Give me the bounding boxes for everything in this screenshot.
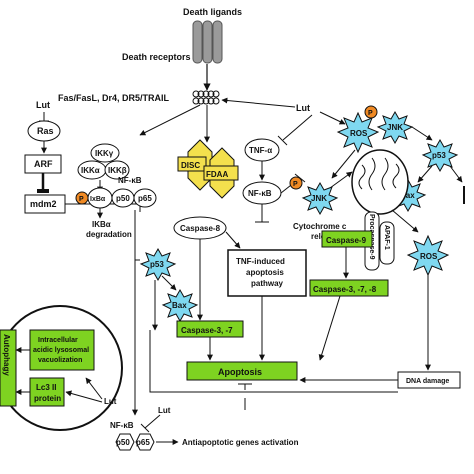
ros-top-burst-icon [336, 111, 380, 154]
phospho-p-jnk-mid [289, 176, 303, 190]
arf-label: ARF [34, 159, 53, 169]
lc3-label: Lc3 II protein [34, 383, 61, 403]
apaf-box [379, 221, 395, 265]
ikk-gamma-label: IKKγ [95, 149, 114, 158]
lut-top-left-label: Lut [36, 100, 50, 110]
p53-right-label: p53 [432, 151, 446, 160]
death-receptor-icon [192, 20, 223, 64]
death-ligands-label: Death ligands [183, 7, 242, 17]
caspase8-label: Caspase-8 [180, 224, 221, 233]
intracellular-box [29, 329, 95, 371]
apoptosis-label: Apoptosis [218, 367, 262, 377]
p65-top-node [133, 188, 157, 208]
autophagy-box [0, 329, 17, 407]
autophagy-label: Autophagy [2, 334, 11, 376]
phospho-p-ikb-label: P [79, 196, 84, 203]
receptors-list-label: Fas/FasL, Dr4, DR5/TRAIL [58, 93, 170, 103]
lut-autophagy-label: Lut [104, 397, 117, 406]
phospho-p-jnk-top [364, 105, 378, 119]
dna-damage-label: DNA damage [406, 378, 449, 385]
nfkb-bottom-label: NF-κB [110, 421, 134, 430]
intracellular-label: Intracellular acidic lysosomal vacuoliza… [33, 337, 91, 364]
ros-right-label: ROS [420, 252, 438, 261]
phospho-p-jnk-mid-label: P [293, 181, 298, 188]
jnk-mid-label: JNK [311, 194, 327, 203]
jnk-mid-burst-icon [301, 181, 339, 216]
fdaa-label: FDAA [206, 170, 228, 179]
p50-top-label: p50 [116, 194, 130, 203]
ikb-degradation-label: IKBα degradation [86, 220, 132, 239]
mdm2-label: mdm2 [30, 199, 57, 209]
jnk-top-burst-icon [376, 110, 414, 145]
p65-top-label: p65 [138, 194, 152, 203]
lut-mid-label: Lut [296, 103, 310, 113]
caspase378-box [309, 279, 389, 297]
p65-bottom-node [135, 433, 155, 451]
jnk-top-label: JNK [387, 123, 403, 132]
mitochondrion-icon [351, 149, 409, 215]
p50-bottom-node [115, 433, 135, 451]
receptor-base-icon [192, 90, 220, 105]
ros-top-label: ROS [350, 129, 368, 138]
nfkb-mid-label: NF-κB [248, 189, 272, 198]
ras-label: Ras [37, 126, 54, 136]
caspase378-label: Caspase-3, -7, -8 [313, 285, 377, 294]
caspase37-label: Caspase-3, -7 [181, 326, 233, 335]
p65-bottom-label: p65 [136, 438, 150, 447]
tnf-induced-label: TNF-induced apoptosis pathway [236, 257, 287, 288]
ikk-alpha-label: IKKα [81, 166, 100, 175]
caspase9-label: Caspase-9 [326, 236, 367, 245]
caspase9-box [321, 230, 373, 248]
p53-mid-label: p53 [150, 260, 164, 269]
p53-mid-burst-icon [139, 247, 177, 282]
apoptosis-box [186, 361, 298, 381]
death-receptors-label: Death receptors [122, 52, 191, 62]
bax-mid-label: Bax [172, 301, 187, 310]
ikk-beta-node [104, 160, 130, 180]
antiapoptotic-label: Antiapoptotic genes activation [182, 438, 299, 447]
apaf-label: APAF-1 [383, 225, 390, 250]
lut-bottom-label: Lut [158, 406, 171, 415]
bax-right-label: Bax [400, 191, 415, 200]
tnf-induced-box [227, 249, 307, 297]
disc-label: DISC [181, 161, 200, 170]
ikk-beta-label: IKKβ [108, 166, 127, 175]
ikb-alpha-label: IxBα [90, 196, 106, 203]
tnf-alpha-label: TNF-α [249, 146, 272, 155]
p53-right-burst-icon [421, 138, 459, 173]
disc-fdaa-group [177, 139, 239, 199]
phospho-p-jnk-top-label: P [368, 110, 373, 117]
nfkb-top-label: NF-κB [118, 176, 142, 185]
ikk-gamma-node [90, 143, 120, 163]
p50-bottom-label: p50 [116, 438, 130, 447]
